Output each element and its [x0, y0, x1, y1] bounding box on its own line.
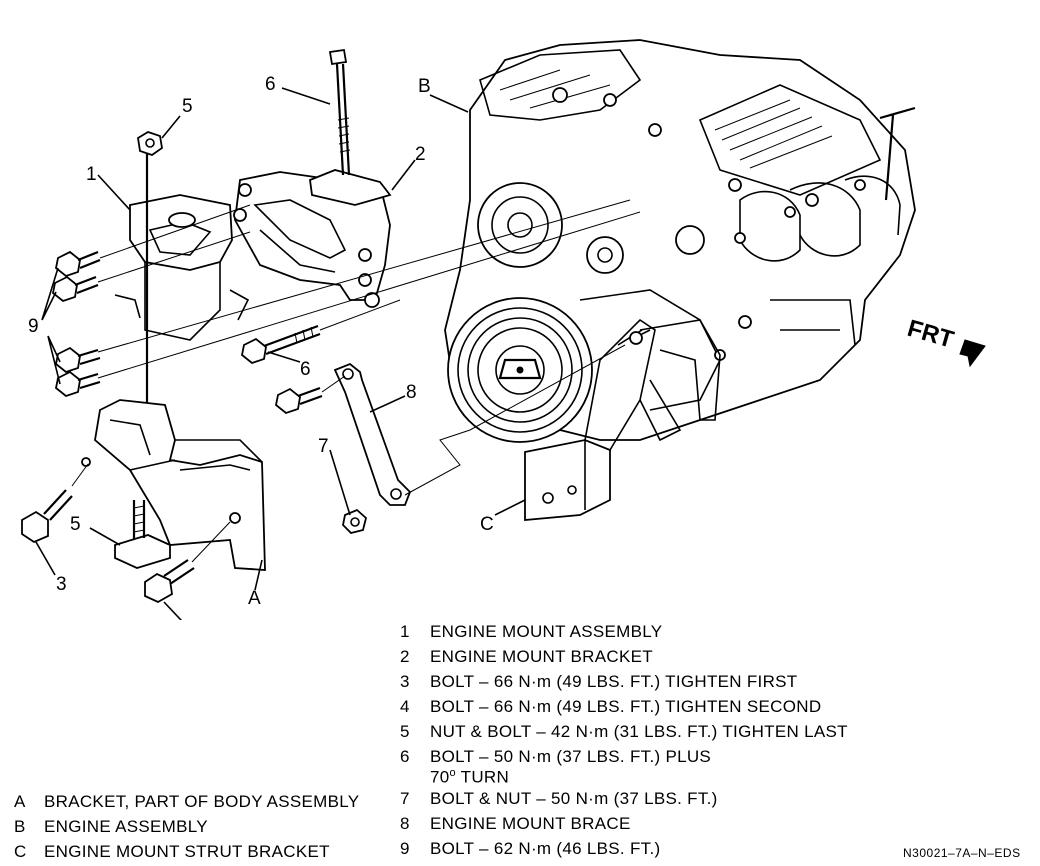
turn-label: TURN [455, 767, 510, 787]
legend-text: BRACKET, PART OF BODY ASSEMBLY [44, 792, 360, 811]
turn-angle: 70 [430, 767, 450, 787]
legend-key: 8 [400, 814, 410, 833]
leader-lines [35, 87, 526, 620]
callout-a: A [248, 588, 261, 609]
legend-text: ENGINE MOUNT BRACE [430, 814, 631, 833]
reference-code: N30021–7A–N–EDS [903, 846, 1021, 860]
legend-key: 3 [400, 672, 410, 691]
callout-b: B [418, 76, 431, 97]
legend-key: 9 [400, 839, 410, 858]
legend-text: BOLT – 66 N·m (49 LBS. FT.) TIGHTEN FIRS… [430, 672, 798, 691]
callout-6-top: 6 [265, 74, 276, 95]
legend-text: ENGINE MOUNT ASSEMBLY [430, 622, 663, 641]
legend-text-line2: 70o TURN [430, 767, 509, 788]
legend-key: 1 [400, 622, 410, 641]
front-arrow-icon [959, 339, 986, 368]
exploded-diagram: 1 2 3 4 5 5 6 6 7 7 8 9 A B C FRT [21, 39, 986, 620]
legend-text: ENGINE MOUNT STRUT BRACKET [44, 842, 330, 861]
legend-key: 6 [400, 747, 410, 766]
callout-3: 3 [56, 574, 67, 595]
callout-6-mid: 6 [300, 359, 311, 380]
degree-symbol: o [449, 767, 456, 779]
legend-key: A [14, 792, 26, 811]
legend-key: C [14, 842, 27, 861]
bolt-group-9 [52, 250, 101, 398]
callout-5-lower: 5 [70, 514, 81, 535]
front-direction-indicator: FRT [904, 315, 986, 368]
callout-8: 8 [406, 382, 417, 403]
legend-key: 4 [400, 697, 410, 716]
engine-mount-parts-illustration [21, 48, 641, 604]
legend-key: 2 [400, 647, 410, 666]
callout-labels: 1 2 3 4 5 5 6 6 7 7 8 9 A B C [28, 74, 494, 609]
legend-text: BOLT – 50 N·m (37 LBS. FT.) PLUS [430, 747, 712, 766]
callout-5-top: 5 [182, 96, 193, 117]
callout-2: 2 [415, 144, 426, 165]
legend-text: BOLT – 62 N·m (46 LBS. FT.) [430, 839, 661, 858]
legend-key: 5 [400, 722, 410, 741]
callout-7-bolt: 7 [318, 436, 329, 457]
legend-text: BOLT & NUT – 50 N·m (37 LBS. FT.) [430, 789, 718, 808]
frt-label: FRT [904, 315, 957, 354]
legend-text: NUT & BOLT – 42 N·m (31 LBS. FT.) TIGHTE… [430, 722, 848, 741]
legend-key: B [14, 817, 26, 836]
callout-9: 9 [28, 316, 39, 337]
callout-1: 1 [86, 164, 97, 185]
legend-text: ENGINE ASSEMBLY [44, 817, 208, 836]
legend-text: ENGINE MOUNT BRACKET [430, 647, 653, 666]
legend-text: BOLT – 66 N·m (49 LBS. FT.) TIGHTEN SECO… [430, 697, 822, 716]
engine-assembly-illustration [444, 39, 916, 521]
callout-c: C [480, 514, 494, 535]
lettered-legend: A BRACKET, PART OF BODY ASSEMBLY B ENGINE A… [14, 792, 394, 864]
legend-key: 7 [400, 789, 410, 808]
